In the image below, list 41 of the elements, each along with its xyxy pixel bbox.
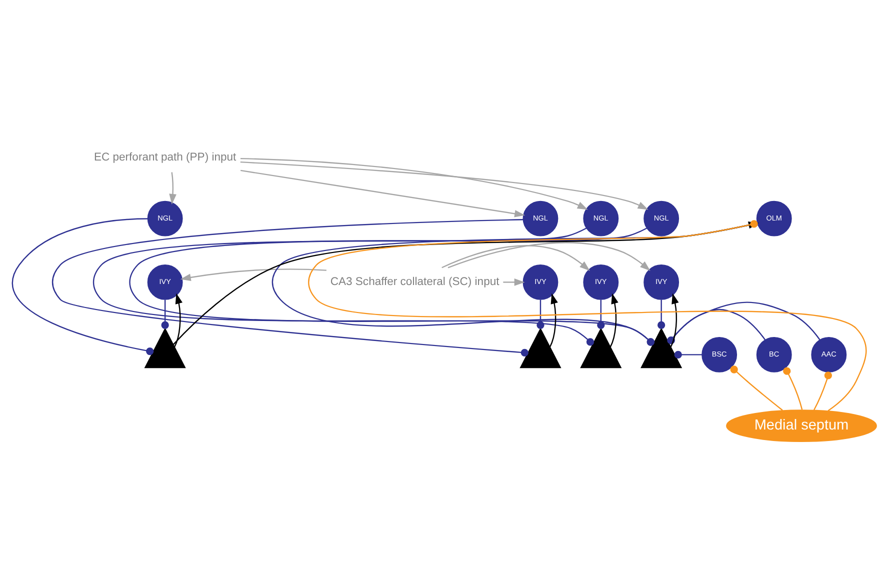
node-text: EC perforant path (PP) input: [94, 152, 236, 164]
node-triangle: [580, 328, 622, 368]
connector: [667, 308, 766, 344]
arrow: [442, 245, 590, 271]
connector: [674, 350, 702, 359]
connector: [813, 372, 832, 410]
connector: [730, 366, 783, 411]
node-circle: IVY: [522, 264, 558, 300]
node-text: CA3 Schaffer collateral (SC) input: [330, 276, 500, 288]
connector: [783, 367, 803, 410]
node-ellipse: Medial septum: [726, 410, 877, 442]
node-circle: NGL: [147, 200, 183, 236]
arrow: [670, 293, 679, 348]
node-circle: OLM: [756, 200, 792, 236]
node-circle: IVY: [583, 264, 619, 300]
arrow: [503, 278, 525, 286]
connector: [93, 228, 594, 346]
connector: [667, 302, 820, 344]
node-circle: BC: [756, 336, 792, 372]
connector: [597, 300, 605, 329]
arrow: [240, 158, 588, 210]
connector: [658, 300, 666, 329]
connector: [536, 300, 544, 329]
arrow: [240, 170, 526, 218]
arrow: [549, 293, 558, 348]
connector: [52, 219, 528, 357]
arrow: [610, 293, 618, 348]
arrow: [174, 293, 182, 348]
node-circle: IVY: [147, 264, 183, 300]
arrow: [448, 242, 650, 271]
connector: [12, 218, 154, 356]
node-circle: NGL: [583, 200, 619, 236]
node-circle: NGL: [644, 200, 680, 236]
arrow: [169, 172, 176, 204]
connector: [130, 228, 654, 346]
connector: [161, 300, 169, 329]
arrow: [180, 268, 326, 282]
arrow: [240, 161, 648, 210]
node-circle: IVY: [644, 264, 680, 300]
node-circle: AAC: [811, 336, 847, 372]
node-circle: NGL: [522, 200, 558, 236]
